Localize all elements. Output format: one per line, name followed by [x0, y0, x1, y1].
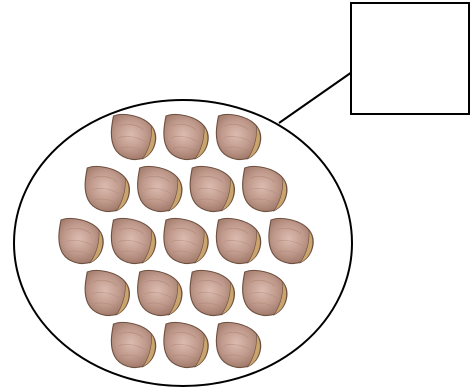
seed-6: [190, 166, 234, 211]
seed-17: [111, 322, 155, 367]
answer-box-text: [351, 3, 469, 114]
seed-16: [243, 270, 287, 315]
seed-19: [216, 322, 260, 367]
seed-8: [59, 218, 103, 263]
seed-18: [164, 322, 208, 367]
seed-5: [138, 166, 182, 211]
seed-9: [111, 218, 155, 263]
seed-14: [138, 270, 182, 315]
seed-4: [85, 166, 129, 211]
seed-10: [164, 218, 208, 263]
seed-7: [243, 166, 287, 211]
seed-13: [85, 270, 129, 315]
seed-15: [190, 270, 234, 315]
seeds-group: [59, 114, 313, 367]
seed-12: [269, 218, 313, 263]
connector-line: [279, 72, 352, 123]
seed-3: [216, 114, 260, 159]
seed-2: [164, 114, 208, 159]
seed-11: [216, 218, 260, 263]
seed-1: [111, 114, 155, 159]
